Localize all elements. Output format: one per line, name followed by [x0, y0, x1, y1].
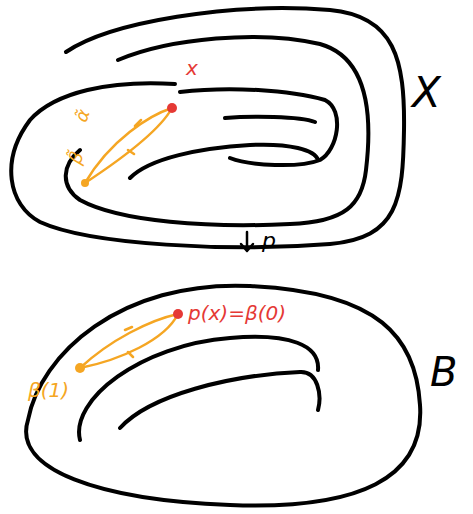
- base-point: [167, 103, 177, 113]
- end-point: [81, 179, 89, 187]
- path-label: α̃: [72, 107, 93, 124]
- map-label: p: [262, 230, 276, 252]
- lifted-path: [85, 108, 172, 183]
- point-label: p(x)=β(0): [188, 303, 286, 323]
- surface-sheet: [66, 37, 369, 225]
- end-point: [75, 363, 85, 373]
- surface-hole: [130, 145, 318, 178]
- space-label: B: [430, 352, 457, 392]
- space-label: X: [412, 72, 441, 114]
- base-loop: [80, 314, 178, 368]
- lifted-path: [85, 108, 172, 183]
- base-hole: [120, 372, 319, 428]
- base-outline: [26, 286, 420, 506]
- surface-outline: [11, 8, 404, 247]
- surface-fold: [225, 117, 315, 122]
- point-label: β(1): [28, 380, 69, 400]
- direction-tick: [125, 120, 141, 357]
- base-point: [173, 309, 183, 319]
- projection-arrow: [241, 232, 253, 251]
- point-label: x: [186, 58, 198, 78]
- base-loop: [80, 314, 178, 368]
